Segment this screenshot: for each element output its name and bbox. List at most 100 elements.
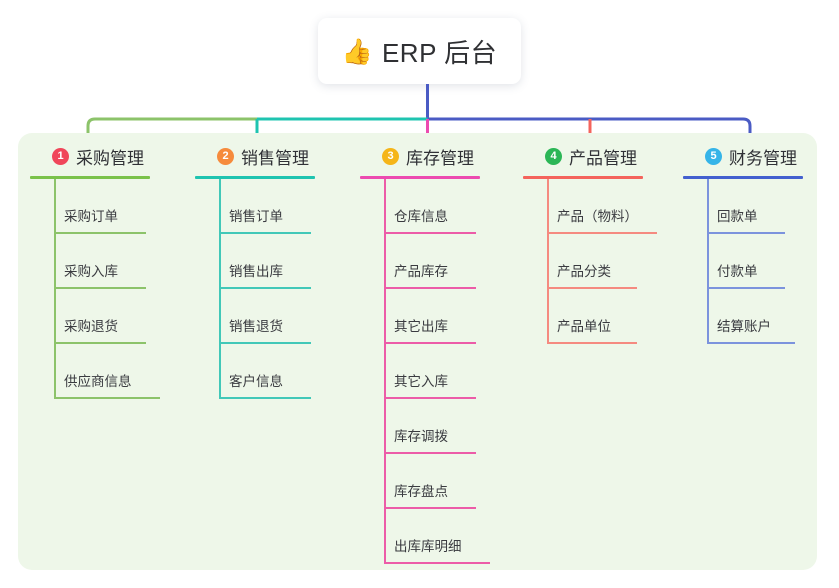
leaf-node[interactable]: 其它出库 — [360, 289, 528, 344]
branch-column-4: 4 产品管理 产品（物料） 产品分类产品单位 — [523, 143, 691, 344]
branch-title-3: 库存管理 — [406, 148, 474, 168]
leaf-node-rule — [219, 287, 311, 289]
leaf-node-rule — [54, 397, 160, 399]
branch-rule-5 — [683, 176, 803, 179]
branch-title-5: 财务管理 — [729, 148, 797, 168]
branch-header-5[interactable]: 5 财务管理 — [683, 143, 833, 169]
leaf-node-label: 其它入库 — [394, 374, 448, 389]
branch-spine-2 — [219, 179, 221, 399]
leaf-node-label: 供应商信息 — [64, 374, 132, 389]
branch-rule-1 — [30, 176, 150, 179]
branch-badge-2: 2 — [217, 147, 234, 165]
branch-spine-1 — [54, 179, 56, 399]
leaf-node-rule — [54, 287, 146, 289]
branch-header-1[interactable]: 1 采购管理 — [30, 143, 195, 169]
leaf-node-rule — [707, 342, 795, 344]
leaf-node-label: 出库库明细 — [394, 539, 462, 554]
leaf-node-rule — [219, 232, 311, 234]
branch-leaf-list-5: 回款单付款单结算账户 — [683, 179, 833, 344]
leaf-node-rule — [384, 507, 476, 509]
branch-title-1: 采购管理 — [76, 148, 144, 168]
leaf-node-rule — [707, 287, 785, 289]
branch-badge-4: 4 — [545, 147, 562, 165]
leaf-node-label: 客户信息 — [229, 374, 283, 389]
leaf-node[interactable]: 采购订单 — [30, 179, 195, 234]
leaf-node[interactable]: 产品分类 — [523, 234, 691, 289]
leaf-node[interactable]: 付款单 — [683, 234, 833, 289]
leaf-node-rule — [384, 562, 490, 564]
branch-header-3[interactable]: 3 库存管理 — [360, 143, 528, 169]
leaf-node[interactable]: 出库库明细 — [360, 509, 528, 564]
leaf-node-label: 仓库信息 — [394, 209, 448, 224]
leaf-node-rule — [547, 342, 637, 344]
branch-rule-4 — [523, 176, 643, 179]
leaf-node[interactable]: 产品单位 — [523, 289, 691, 344]
branch-leaf-list-2: 销售订单销售出库销售退货客户信息 — [195, 179, 360, 399]
leaf-node-label: 销售订单 — [229, 209, 283, 224]
leaf-node[interactable]: 采购入库 — [30, 234, 195, 289]
leaf-node-rule — [384, 452, 476, 454]
leaf-node-label: 付款单 — [717, 264, 758, 279]
leaf-node-label: 产品库存 — [394, 264, 448, 279]
leaf-node[interactable]: 库存盘点 — [360, 454, 528, 509]
leaf-node-label: 产品单位 — [557, 319, 611, 334]
branch-leaf-list-1: 采购订单采购入库采购退货供应商信息 — [30, 179, 195, 399]
leaf-node-rule — [219, 397, 311, 399]
branch-rule-2 — [195, 176, 315, 179]
leaf-node-label: 库存调拨 — [394, 429, 448, 444]
leaf-node-label: 回款单 — [717, 209, 758, 224]
branch-rule-3 — [360, 176, 480, 179]
root-node-label: ERP 后台 — [381, 37, 498, 68]
leaf-node-label: 其它出库 — [394, 319, 448, 334]
leaf-node-label: 采购订单 — [64, 209, 118, 224]
leaf-node-rule — [547, 232, 657, 234]
leaf-node[interactable]: 结算账户 — [683, 289, 833, 344]
leaf-node[interactable]: 库存调拨 — [360, 399, 528, 454]
leaf-node-rule — [384, 287, 476, 289]
leaf-node-rule — [54, 342, 146, 344]
leaf-node[interactable]: 供应商信息 — [30, 344, 195, 399]
branch-spine-4 — [547, 179, 549, 344]
leaf-node[interactable]: 其它入库 — [360, 344, 528, 399]
leaf-node-label: 销售出库 — [229, 264, 283, 279]
branch-column-5: 5 财务管理 回款单付款单结算账户 — [683, 143, 833, 344]
leaf-node[interactable]: 销售订单 — [195, 179, 360, 234]
leaf-node-label: 采购入库 — [64, 264, 118, 279]
leaf-node-rule — [219, 342, 311, 344]
branch-header-4[interactable]: 4 产品管理 — [523, 143, 691, 169]
branch-column-3: 3 库存管理 仓库信息产品库存其它出库其它入库库存调拨库存盘点出库库明细 — [360, 143, 528, 564]
leaf-node[interactable]: 销售退货 — [195, 289, 360, 344]
branch-leaf-list-4: 产品（物料） 产品分类产品单位 — [523, 179, 691, 344]
branch-badge-3: 3 — [382, 147, 399, 165]
leaf-node-rule — [547, 287, 637, 289]
thumbs-up-icon: 👍 — [341, 37, 373, 66]
leaf-node-rule — [384, 397, 476, 399]
branch-title-4: 产品管理 — [569, 148, 637, 168]
leaf-node-rule — [54, 232, 146, 234]
branch-leaf-list-3: 仓库信息产品库存其它出库其它入库库存调拨库存盘点出库库明细 — [360, 179, 528, 564]
leaf-node[interactable]: 仓库信息 — [360, 179, 528, 234]
leaf-node-rule — [384, 342, 476, 344]
leaf-node[interactable]: 销售出库 — [195, 234, 360, 289]
branch-title-2: 销售管理 — [241, 148, 309, 168]
leaf-node-rule — [707, 232, 785, 234]
branch-badge-1: 1 — [52, 147, 69, 165]
branch-spine-5 — [707, 179, 709, 344]
branch-header-2[interactable]: 2 销售管理 — [195, 143, 360, 169]
leaf-node[interactable]: 客户信息 — [195, 344, 360, 399]
branch-badge-5: 5 — [705, 147, 722, 165]
leaf-node-label: 产品（物料） — [557, 209, 638, 224]
branch-column-2: 2 销售管理 销售订单销售出库销售退货客户信息 — [195, 143, 360, 399]
leaf-node-label: 产品分类 — [557, 264, 611, 279]
leaf-node[interactable]: 回款单 — [683, 179, 833, 234]
diagram-panel — [18, 133, 817, 570]
leaf-node-rule — [384, 232, 476, 234]
root-node[interactable]: 👍 ERP 后台 — [318, 18, 521, 84]
leaf-node-label: 销售退货 — [229, 319, 283, 334]
leaf-node[interactable]: 产品库存 — [360, 234, 528, 289]
leaf-node-label: 库存盘点 — [394, 484, 448, 499]
leaf-node[interactable]: 采购退货 — [30, 289, 195, 344]
leaf-node[interactable]: 产品（物料） — [523, 179, 691, 234]
leaf-node-label: 结算账户 — [717, 319, 771, 334]
